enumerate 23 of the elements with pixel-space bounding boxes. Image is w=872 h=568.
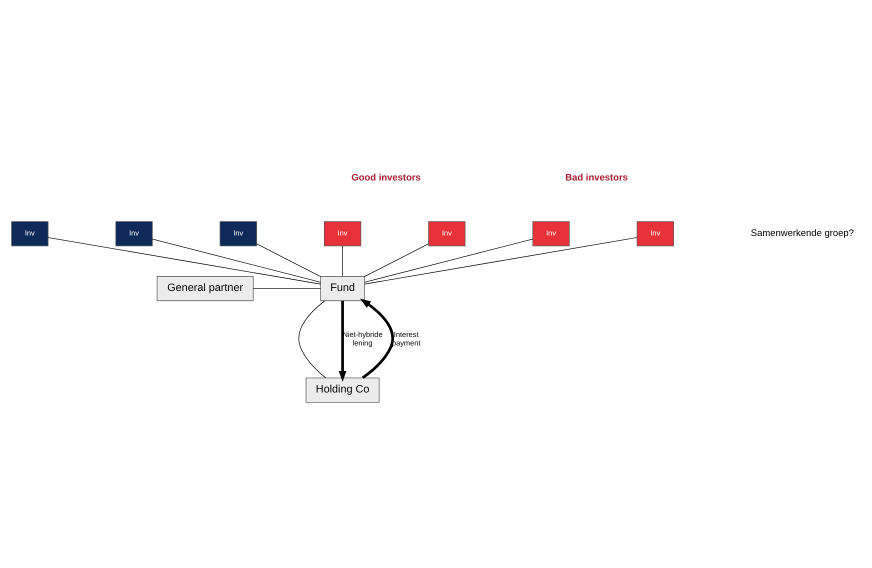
connector	[364, 238, 534, 282]
arrow	[338, 300, 346, 382]
label: Good investors	[351, 172, 421, 184]
arrow	[360, 298, 394, 378]
label: Bad investors	[565, 172, 628, 184]
connector	[364, 236, 638, 284]
node-box: Inv	[532, 220, 570, 246]
node-box: Inv	[115, 220, 153, 246]
node-box: Inv	[11, 220, 48, 246]
node-box: Inv	[636, 220, 674, 246]
node-box: General partner	[156, 276, 254, 301]
label: Samenwerkende groep?	[750, 228, 854, 239]
node-box: Inv	[324, 220, 362, 246]
connector	[298, 300, 326, 378]
connector	[256, 243, 321, 276]
connector	[364, 243, 429, 276]
connector	[152, 238, 321, 282]
node-box: Inv	[220, 220, 257, 246]
connector	[48, 236, 321, 284]
node-box: Holding Co	[306, 377, 380, 402]
node-box: Inv	[428, 220, 466, 246]
connector	[342, 245, 343, 276]
node-box: Fund	[320, 276, 365, 301]
